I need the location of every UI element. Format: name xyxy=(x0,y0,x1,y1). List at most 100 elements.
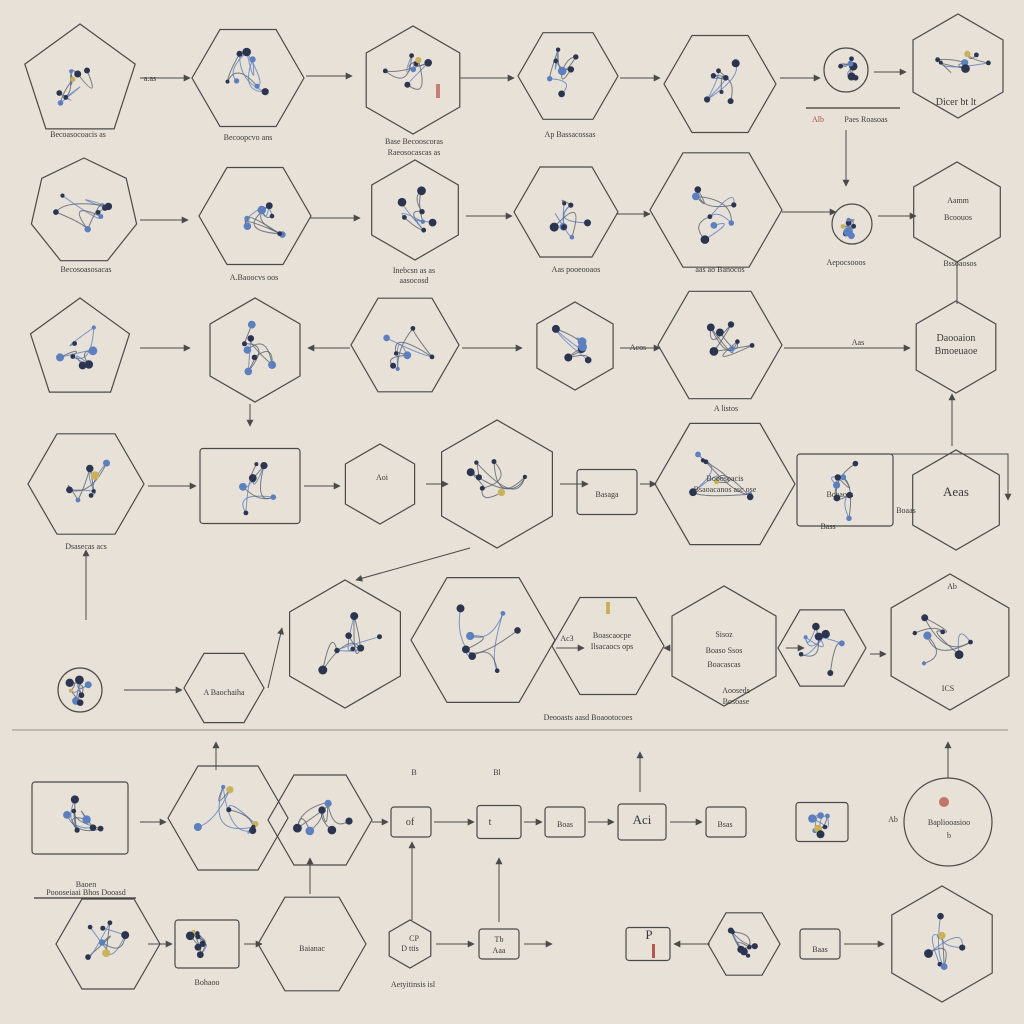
node-label: B xyxy=(411,768,417,777)
inner-dot xyxy=(233,78,240,84)
node-label: Aooseds xyxy=(722,686,750,695)
inner-dot xyxy=(716,68,721,74)
inner-dot xyxy=(383,334,390,342)
inner-dot xyxy=(564,353,573,362)
process-node-hexagon xyxy=(912,13,1004,119)
node-label: aas ao Banocos xyxy=(695,265,745,274)
process-node-box xyxy=(544,806,586,838)
process-node-box xyxy=(576,468,638,516)
node-label: Boas xyxy=(557,820,573,829)
inner-dot xyxy=(474,460,479,465)
inner-dot xyxy=(244,215,250,222)
node-label: Deooasts aasd Boaootocoes xyxy=(543,713,633,722)
inner-dot xyxy=(84,67,90,74)
connector-arrow xyxy=(267,627,284,689)
process-node-box xyxy=(796,453,894,527)
inner-connector xyxy=(924,617,971,648)
inner-dot xyxy=(98,939,106,946)
inner-connector xyxy=(62,195,102,219)
node-label: Becoopcvo ans xyxy=(223,133,273,142)
inner-dot xyxy=(270,494,277,501)
inner-dot xyxy=(551,324,560,333)
node-label: Daooaion xyxy=(936,333,976,344)
node-label: Bmoeuaoe xyxy=(934,346,978,357)
inner-dot xyxy=(403,351,412,360)
inner-dot xyxy=(723,75,729,81)
inner-dot xyxy=(75,497,81,503)
inner-dot xyxy=(257,205,266,215)
inner-dot xyxy=(102,949,111,958)
node-label: Becosoasosacas xyxy=(60,265,112,274)
process-node-hexagon xyxy=(513,166,619,258)
node-label: Aas xyxy=(851,338,865,347)
inner-dot xyxy=(419,209,425,215)
inner-dot xyxy=(558,90,565,98)
inner-dot xyxy=(798,652,804,657)
inner-connector xyxy=(553,211,577,238)
process-node-hexagon xyxy=(257,896,367,992)
inner-dot xyxy=(334,647,340,654)
inner-dot xyxy=(404,81,411,88)
process-node-hexagon xyxy=(649,152,783,268)
node-label: Boaso Ssos xyxy=(705,646,743,655)
process-node-hexagon xyxy=(410,576,556,704)
inner-dot xyxy=(938,60,943,65)
inner-dot xyxy=(247,320,256,329)
inner-dot xyxy=(60,193,65,198)
inner-connector xyxy=(458,608,473,657)
inner-connector xyxy=(239,53,266,93)
inner-connector xyxy=(395,341,433,358)
inner-dot xyxy=(429,354,435,360)
inner-dot xyxy=(393,351,399,356)
inner-dot xyxy=(514,627,521,634)
inner-connector xyxy=(563,204,588,224)
process-node-cluster xyxy=(831,203,873,245)
process-node-hexagon xyxy=(707,912,781,976)
inner-dot xyxy=(91,325,96,330)
inner-dot xyxy=(66,486,73,494)
process-node-box xyxy=(799,928,841,960)
inner-dot xyxy=(74,70,82,78)
inner-dot xyxy=(269,213,275,219)
inner-dot xyxy=(91,489,96,494)
inner-dot xyxy=(345,817,353,825)
process-node-hexagon xyxy=(167,765,289,871)
inner-dot xyxy=(268,360,277,369)
node-label: Bcoaoas xyxy=(826,490,854,499)
inner-dot xyxy=(709,347,719,356)
inner-connector xyxy=(471,651,498,671)
inner-dot xyxy=(102,204,108,211)
inner-dot xyxy=(954,650,964,659)
inner-dot xyxy=(107,920,113,926)
node-label: Booosoacis xyxy=(706,474,744,483)
inner-connector xyxy=(493,613,504,671)
inner-connector xyxy=(482,461,502,489)
inner-connector xyxy=(928,937,963,954)
inner-dot xyxy=(243,346,252,354)
inner-dot xyxy=(731,59,740,68)
inner-dot xyxy=(53,209,59,215)
node-label: CP xyxy=(409,934,419,943)
inner-dot xyxy=(72,341,77,346)
inner-dot xyxy=(938,931,946,940)
node-label: P xyxy=(645,927,653,942)
inner-dot xyxy=(78,361,87,370)
inner-dot xyxy=(56,90,63,96)
inner-dot xyxy=(466,468,475,477)
inner-connector xyxy=(248,59,266,93)
inner-dot xyxy=(706,323,715,332)
inner-dot xyxy=(100,925,106,931)
inner-dot xyxy=(84,360,94,369)
inner-dot xyxy=(318,665,328,675)
inner-dot xyxy=(95,210,101,215)
inner-dot xyxy=(88,493,94,498)
inner-dot xyxy=(84,226,91,233)
process-node-box xyxy=(199,447,301,525)
inner-dot xyxy=(692,192,700,201)
inner-connector xyxy=(709,213,732,224)
process-node-heptagon xyxy=(30,157,138,262)
process-node-hexagon xyxy=(891,885,993,1003)
inner-connector xyxy=(829,642,843,674)
node-label: Paes Roasoas xyxy=(844,115,888,124)
accent-mark xyxy=(436,84,440,98)
